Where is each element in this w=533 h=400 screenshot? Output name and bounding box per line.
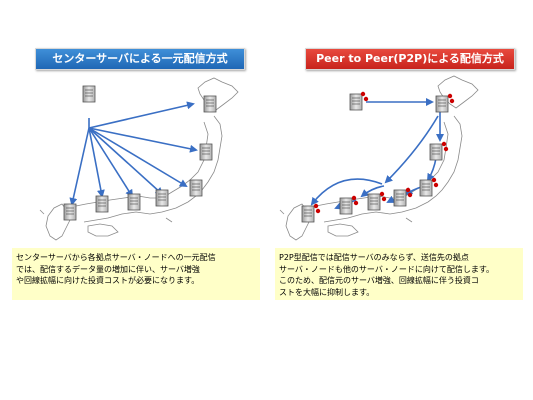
peer-server xyxy=(393,187,413,207)
node-server xyxy=(203,95,217,113)
peer-server xyxy=(419,177,439,197)
caption-line: サーバ・ノードも他のサーバ・ノードに向けて配信します。 xyxy=(279,264,495,274)
center-server xyxy=(82,85,96,103)
node-server xyxy=(127,193,141,211)
japan-map-left xyxy=(39,77,239,241)
right-arrows xyxy=(310,98,444,210)
left-servers xyxy=(63,85,217,221)
caption-line: ストを大幅に抑制します。 xyxy=(279,287,375,297)
peer-server xyxy=(429,141,449,161)
node-server xyxy=(189,179,203,197)
node-server xyxy=(63,203,77,221)
caption-line: や回線拡幅に向けた投資コストが必要になります。 xyxy=(16,276,200,286)
right-panel-title: Peer to Peer(P2P)による配信方式 xyxy=(305,48,515,70)
peer-server xyxy=(339,195,359,215)
right-servers xyxy=(301,91,455,223)
node-server xyxy=(95,195,109,213)
right-caption: P2P型配信では配信サーバのみならず、送信先の拠点 サーバ・ノードも他のサーバ・… xyxy=(275,248,523,300)
node-server xyxy=(155,189,169,207)
source-server xyxy=(349,91,369,111)
peer-server xyxy=(435,93,455,113)
left-arrows xyxy=(69,101,198,206)
caption-line: このため、配信元のサーバ増強、回線拡幅に伴う投資コ xyxy=(279,276,479,286)
caption-line: センターサーバから各拠点サーバ・ノードへの一元配信 xyxy=(16,253,216,262)
caption-line: では、配信するデータ量の増加に伴い、サーバ増強 xyxy=(16,264,200,274)
peer-server xyxy=(301,203,321,223)
left-panel-title: センターサーバによる一元配信方式 xyxy=(35,48,245,70)
peer-server xyxy=(367,191,387,211)
node-server xyxy=(199,143,213,161)
caption-line: P2P型配信では配信サーバのみならず、送信先の拠点 xyxy=(279,253,469,262)
left-caption: センターサーバから各拠点サーバ・ノードへの一元配信 では、配信するデータ量の増加… xyxy=(12,248,260,300)
